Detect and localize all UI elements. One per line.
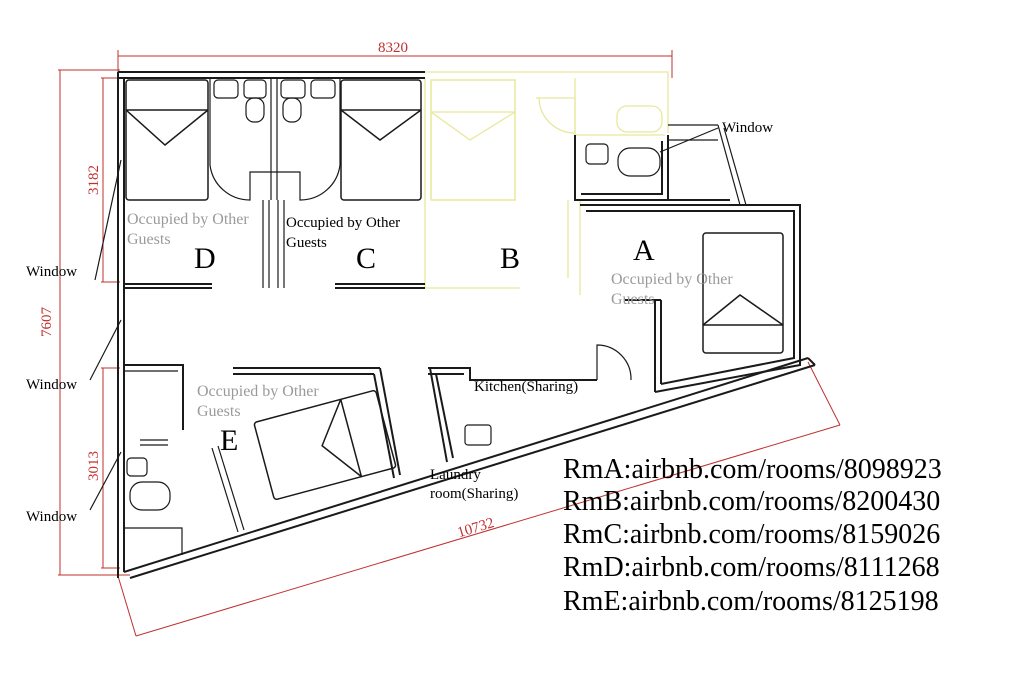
windows bbox=[89, 124, 747, 511]
bed-room-d bbox=[125, 79, 209, 201]
dim-top-width: 8320 bbox=[378, 40, 408, 56]
laundry-label-line2: room(Sharing) bbox=[430, 486, 518, 502]
bed-room-a bbox=[702, 232, 784, 354]
room-link-c[interactable]: RmC:airbnb.com/rooms/8159026 bbox=[563, 519, 940, 550]
window-label-left-2: Window bbox=[26, 377, 77, 393]
kitchen-label: Kitchen(Sharing) bbox=[474, 379, 578, 395]
window-label-left-1: Window bbox=[26, 264, 77, 280]
dim-total-height: 7607 bbox=[39, 307, 55, 338]
window-label-left-3: Window bbox=[26, 509, 77, 525]
room-label-d: D bbox=[194, 242, 216, 275]
room-link-b[interactable]: RmB:airbnb.com/rooms/8200430 bbox=[563, 486, 940, 517]
beds bbox=[125, 79, 784, 501]
walls bbox=[117, 71, 816, 579]
room-link-e[interactable]: RmE:airbnb.com/rooms/8125198 bbox=[563, 586, 939, 617]
dim-diagonal: 10732 bbox=[456, 515, 496, 541]
bed-room-e bbox=[253, 389, 397, 501]
room-links: RmA:airbnb.com/rooms/8098923 RmB:airbnb.… bbox=[563, 454, 942, 617]
laundry-label-line1: Laundry bbox=[430, 467, 481, 483]
window-label-top-right: Window bbox=[722, 120, 773, 136]
room-link-a[interactable]: RmA:airbnb.com/rooms/8098923 bbox=[563, 454, 942, 485]
dim-upper-height: 3182 bbox=[86, 165, 102, 195]
bed-room-c bbox=[340, 79, 422, 201]
fixtures bbox=[126, 143, 661, 511]
room-label-e: E bbox=[220, 424, 238, 457]
room-label-a: A bbox=[633, 234, 655, 267]
room-label-c: C bbox=[356, 242, 376, 275]
room-label-b: B bbox=[500, 242, 520, 275]
room-b-outline bbox=[424, 71, 669, 295]
room-link-d[interactable]: RmD:airbnb.com/rooms/8111268 bbox=[563, 552, 940, 583]
dim-lower-height: 3013 bbox=[86, 451, 102, 481]
